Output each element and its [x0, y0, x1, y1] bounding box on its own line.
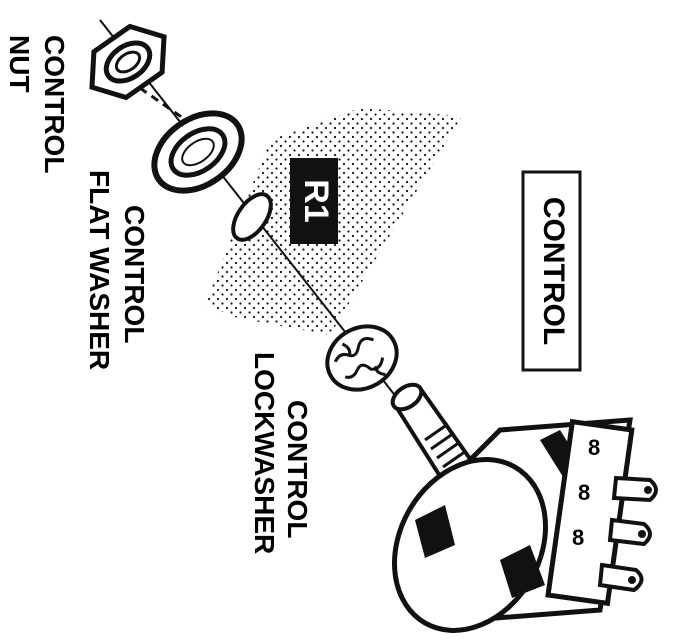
washer-label-line2: FLAT WASHER	[84, 170, 115, 370]
glyph-a: 8	[588, 435, 600, 460]
control-nut	[76, 14, 180, 110]
nut-label-line1: CONTROL	[39, 35, 70, 173]
potentiometer-body: 8 8 8	[364, 420, 656, 636]
glyph-b: 8	[578, 480, 590, 505]
ref-r1-label: R1	[290, 158, 338, 244]
control-box-label: CONTROL	[523, 172, 580, 370]
glyph-c: 8	[572, 525, 584, 550]
lockwasher-label-line1: CONTROL	[282, 400, 313, 538]
flat-washer	[140, 97, 256, 206]
control-box-text: CONTROL	[537, 197, 570, 345]
nut-label-line2: NUT	[4, 35, 35, 93]
washer-label-line1: CONTROL	[119, 205, 150, 343]
lockwasher-label-line2: LOCKWASHER	[249, 352, 280, 554]
ref-r1-text: R1	[297, 179, 335, 222]
